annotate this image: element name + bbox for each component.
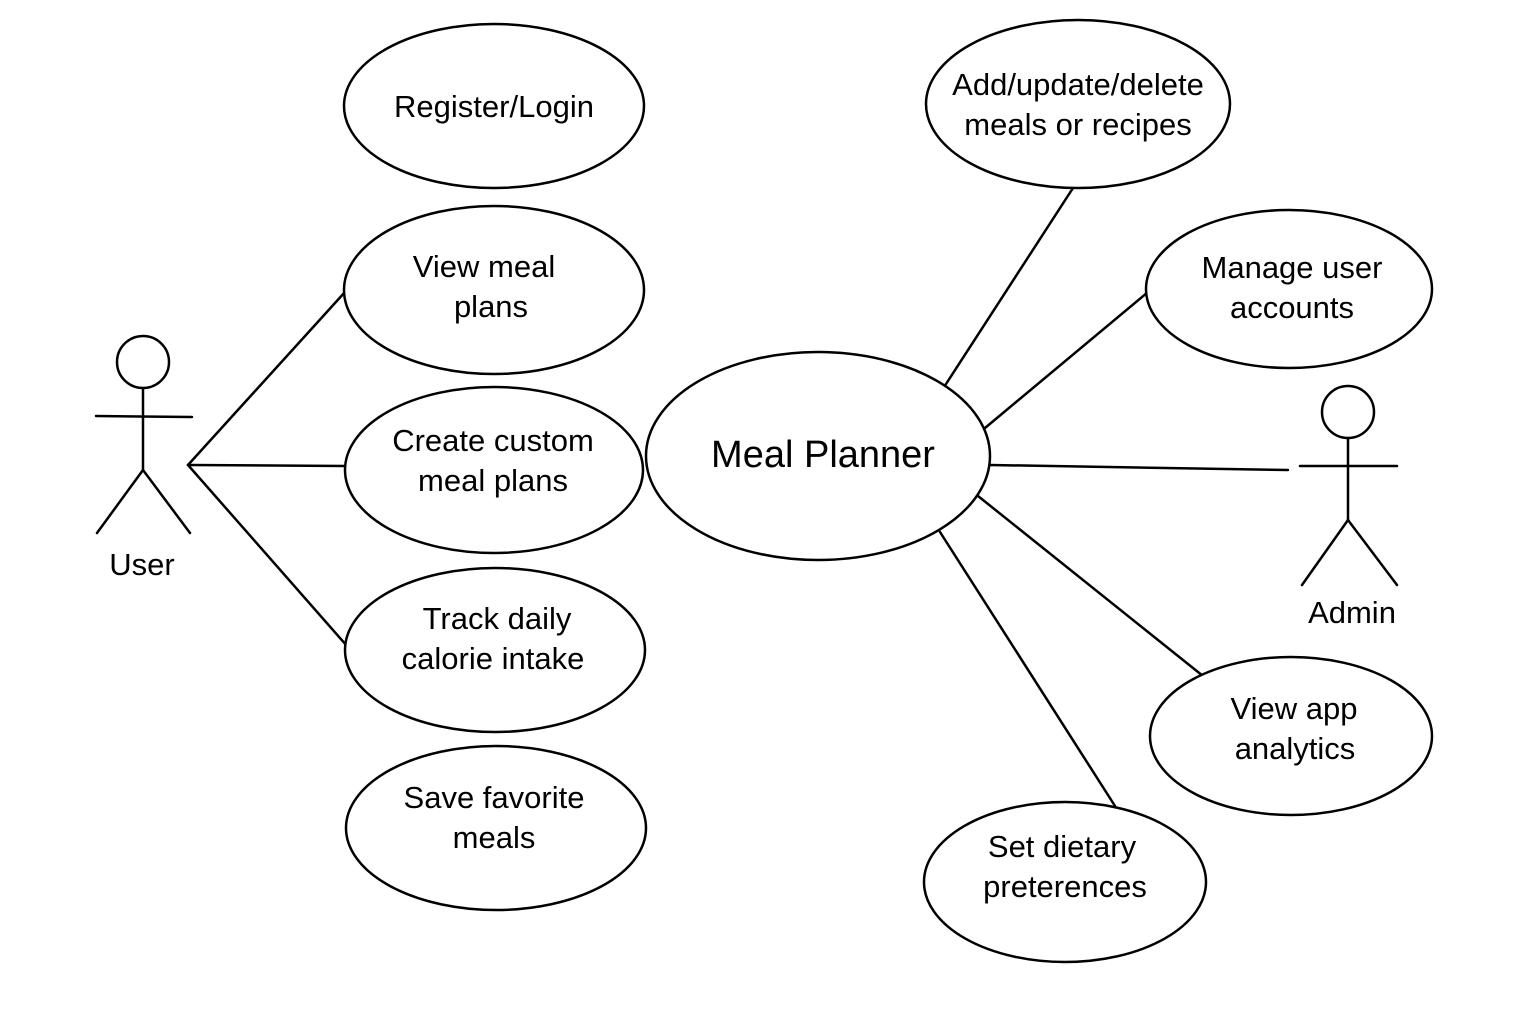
- association-meal-planner-admin: [988, 463, 1290, 472]
- use-case-label-line-2: meal plans: [418, 463, 568, 498]
- system-label: Meal Planner: [711, 434, 935, 476]
- actor-admin-right-leg: [1346, 518, 1399, 587]
- use-case-manage-meals-recipes: Add/update/delete meals or recipes: [924, 18, 1232, 190]
- use-case-label-line-2: preterences: [983, 869, 1147, 904]
- actor-admin-left-leg: [1300, 518, 1350, 587]
- use-case-label-line-1: View meal: [413, 249, 555, 284]
- association-meal-planner-set-dietary-preferences: [938, 530, 1117, 808]
- actor-user-head: [115, 334, 171, 390]
- association-meal-planner-view-app-analytics: [976, 494, 1205, 678]
- actor-user-left-leg: [95, 468, 145, 535]
- use-case-track-calorie-intake: Track daily calorie intake: [343, 566, 647, 734]
- use-case-set-dietary-preferences: Set dietary preterences: [922, 800, 1208, 964]
- use-case-label-line-1: Save favorite: [404, 780, 585, 815]
- association-user-view-meal-plans: [186, 290, 347, 467]
- use-case-label-line-2: plans: [454, 289, 528, 324]
- use-case-manage-user-accounts: Manage user accounts: [1144, 208, 1434, 370]
- use-case-view-app-analytics: View app analytics: [1148, 655, 1434, 817]
- use-case-label-line-2: meals: [453, 820, 536, 855]
- use-case-label-line-2: meals or recipes: [964, 107, 1191, 142]
- system-meal-planner: Meal Planner: [644, 350, 992, 562]
- actor-user: User: [94, 334, 194, 582]
- use-case-view-meal-plans: View meal plans: [342, 204, 646, 376]
- use-case-label-line-1: View app: [1231, 691, 1358, 726]
- use-case-label-line-2: analytics: [1235, 731, 1356, 766]
- use-case-save-favorite-meals: Save favorite meals: [344, 744, 648, 912]
- use-case-label-line-2: accounts: [1230, 290, 1354, 325]
- actor-user-label: User: [109, 547, 174, 582]
- actor-admin-label: Admin: [1308, 595, 1396, 630]
- use-case-register-login: Register/Login: [342, 22, 646, 190]
- use-case-label: Register/Login: [394, 89, 594, 124]
- association-user-track-calorie-intake: [186, 463, 349, 648]
- use-case-create-custom-meal-plans: Create custom meal plans: [343, 385, 645, 555]
- association-meal-planner-manage-user-accounts: [983, 290, 1150, 430]
- use-case-label-line-2: calorie intake: [402, 641, 585, 676]
- actor-admin: Admin: [1298, 384, 1399, 630]
- use-case-label-line-1: Create custom: [392, 423, 594, 458]
- use-case-label-line-1: Set dietary: [988, 829, 1137, 864]
- actor-admin-head: [1320, 384, 1376, 440]
- actor-user-right-leg: [141, 468, 192, 535]
- use-case-label-line-1: Track daily: [423, 601, 572, 636]
- use-case-label-line-1: Manage user: [1202, 250, 1383, 285]
- association-meal-planner-manage-meals: [944, 186, 1075, 386]
- use-case-label-line-1: Add/update/delete: [952, 67, 1204, 102]
- actor-user-arms: [94, 414, 194, 419]
- association-user-create-custom-meal-plans: [186, 463, 347, 468]
